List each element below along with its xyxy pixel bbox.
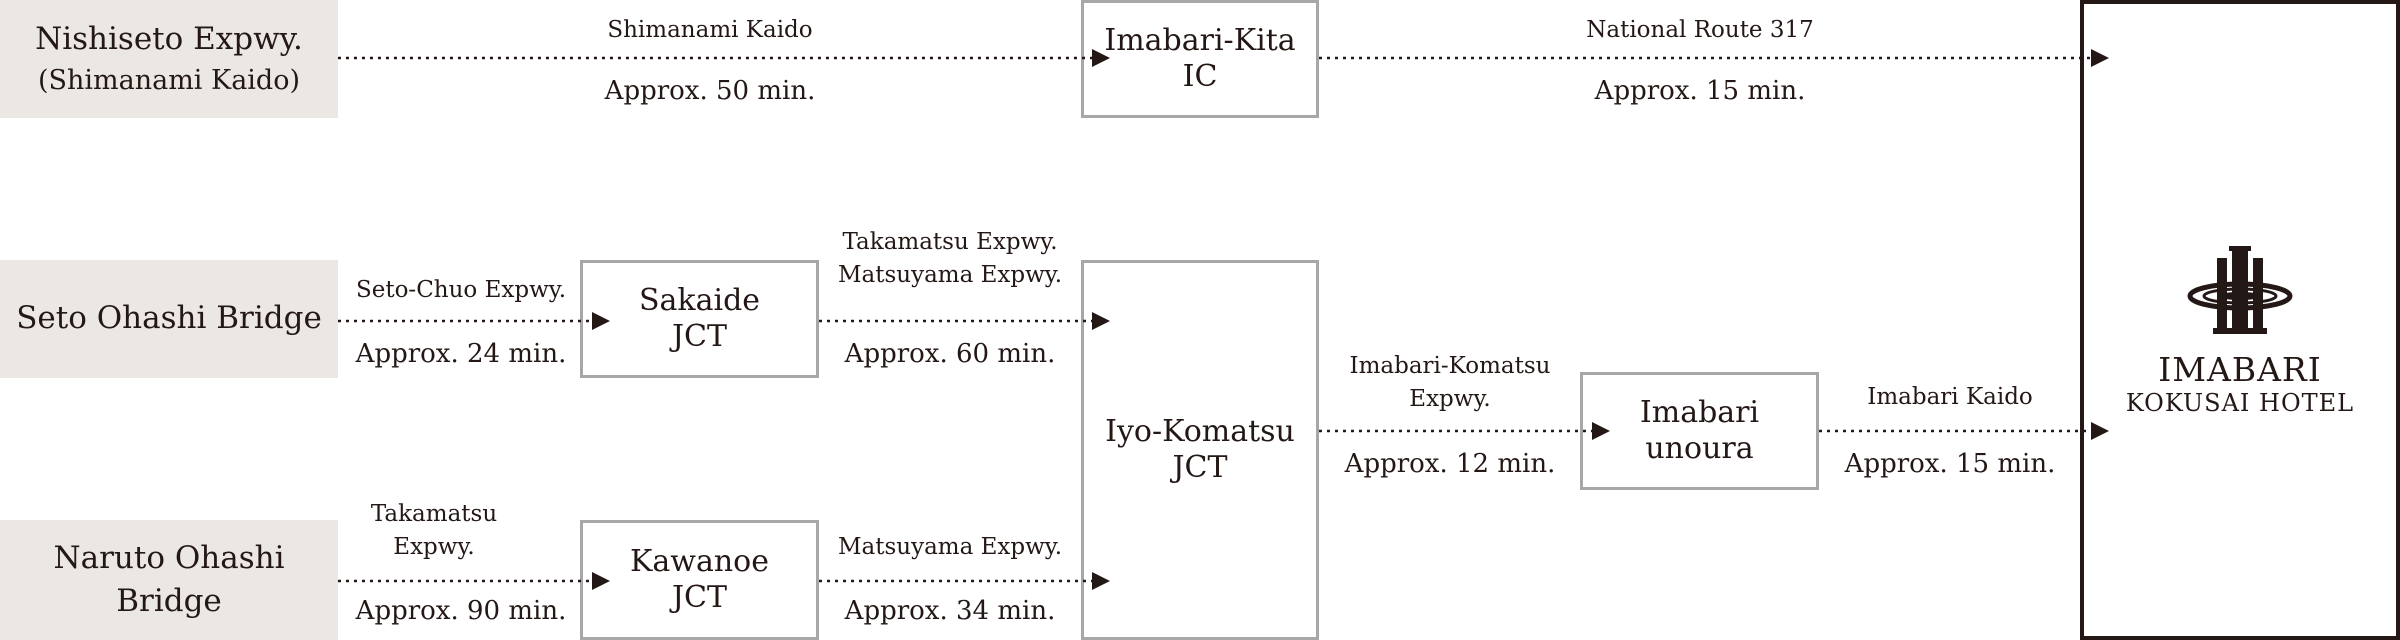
route-7-road-line2: Expwy. [1409, 386, 1491, 413]
origin-nishiseto-line1: Nishiseto Expwy. [35, 21, 303, 58]
node-iyo-komatsu-jct: Iyo-Komatsu JCT [1081, 260, 1319, 640]
route-8-time: Approx. 15 min. [1844, 449, 2056, 479]
route-5-road: Takamatsu Expwy. [371, 498, 497, 565]
route-4-road-line1: Takamatsu Expwy. [842, 229, 1058, 255]
origin-seto-ohashi: Seto Ohashi Bridge [0, 260, 338, 378]
route-5-time: Approx. 90 min. [355, 596, 567, 626]
hotel-name: IMABARI [2158, 350, 2322, 389]
route-5-road-line1: Takamatsu [370, 501, 498, 527]
origin-naruto-label: Naruto Ohashi Bridge [53, 539, 285, 619]
route-2-time: Approx. 15 min. [1594, 76, 1806, 106]
node-iyo-komatsu-line2: JCT [1172, 450, 1228, 485]
node-imabari-kita-line2: IC [1182, 59, 1218, 94]
route-7-road-line1: Imabari-Komatsu [1349, 353, 1551, 379]
route-6-road: Matsuyama Expwy. [837, 534, 1063, 560]
node-kawanoe-line2: JCT [672, 580, 727, 615]
node-imabari-unoura-line2: unoura [1645, 431, 1754, 466]
arrowhead-6 [1092, 572, 1110, 590]
route-3-road: Seto-Chuo Expwy. [355, 277, 567, 303]
arrowhead-3 [592, 312, 610, 330]
hotel-destination: IMABARI KOKUSAI HOTEL [2080, 0, 2400, 640]
node-imabari-unoura: Imabari unoura [1580, 372, 1819, 490]
hotel-logo: IMABARI KOKUSAI HOTEL [2084, 244, 2396, 417]
node-sakaide-line1: Sakaide [638, 283, 761, 318]
route-3-time: Approx. 24 min. [355, 339, 567, 369]
route-4-time: Approx. 60 min. [844, 339, 1056, 369]
arrowhead-8 [2091, 422, 2109, 440]
node-sakaide-line2: JCT [672, 319, 727, 354]
arrowhead-7 [1592, 422, 1610, 440]
route-1-road: Shimanami Kaido [607, 17, 813, 43]
route-6-time: Approx. 34 min. [844, 596, 1056, 626]
route-8-road: Imabari Kaido [1867, 384, 2033, 410]
arrowhead-1 [1092, 49, 1110, 67]
route-4-road: Takamatsu Expwy. Matsuyama Expwy. [838, 226, 1062, 293]
origin-nishiseto: Nishiseto Expwy. (Shimanami Kaido) [0, 0, 338, 118]
node-kawanoe-jct: Kawanoe JCT [580, 520, 819, 640]
route-1-time: Approx. 50 min. [604, 76, 816, 106]
route-7-road: Imabari-Komatsu Expwy. [1350, 350, 1551, 417]
route-7-time: Approx. 12 min. [1344, 449, 1556, 479]
node-iyo-komatsu-line1: Iyo-Komatsu [1105, 414, 1295, 449]
node-imabari-kita-ic: Imabari-Kita IC [1081, 0, 1319, 118]
hotel-emblem-icon [2187, 246, 2293, 334]
node-kawanoe-line1: Kawanoe [630, 544, 769, 579]
route-4-road-line2: Matsuyama Expwy. [837, 262, 1063, 289]
origin-nishiseto-line2: (Shimanami Kaido) [37, 64, 301, 96]
node-imabari-kita-line1: Imabari-Kita [1104, 23, 1296, 58]
origin-naruto-ohashi: Naruto Ohashi Bridge [0, 520, 338, 640]
node-sakaide-jct: Sakaide JCT [580, 260, 819, 378]
arrowhead-4 [1092, 312, 1110, 330]
route-2-road: National Route 317 [1586, 17, 1814, 43]
arrowhead-5 [592, 572, 610, 590]
origin-seto-label: Seto Ohashi Bridge [16, 300, 322, 337]
node-imabari-unoura-line1: Imabari [1639, 395, 1760, 430]
route-5-road-line2: Expwy. [393, 534, 475, 561]
hotel-subname: KOKUSAI HOTEL [2125, 389, 2355, 417]
arrowhead-2 [2091, 49, 2109, 67]
